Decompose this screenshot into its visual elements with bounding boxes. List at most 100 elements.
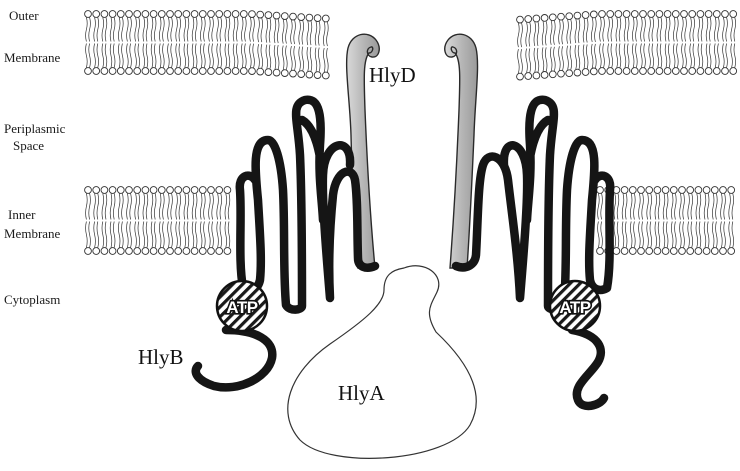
lipid-tail bbox=[542, 21, 544, 45]
lipid-tail bbox=[622, 222, 624, 248]
lipid-tail bbox=[204, 193, 206, 219]
lipid-tail bbox=[644, 17, 646, 41]
lipid-tail bbox=[639, 193, 641, 219]
lipid-tail bbox=[241, 17, 243, 41]
lipid-head bbox=[85, 187, 92, 194]
lipid-tail bbox=[696, 222, 698, 248]
lipid-tail bbox=[665, 44, 667, 68]
lipid-tail bbox=[630, 222, 632, 248]
lipid-tail bbox=[102, 44, 104, 68]
lipid-head bbox=[621, 187, 628, 194]
lipid-tail bbox=[570, 46, 572, 70]
lipid-head bbox=[549, 14, 556, 21]
lipid-head bbox=[257, 68, 264, 75]
lipid-tail bbox=[209, 44, 211, 68]
lipid-tail bbox=[151, 193, 153, 219]
lipid-head bbox=[208, 187, 215, 194]
lipid-tail bbox=[632, 44, 634, 68]
lipid-tail bbox=[151, 44, 153, 68]
lipid-tail bbox=[250, 18, 252, 42]
lipid-tail bbox=[110, 44, 112, 68]
lipid-tail bbox=[724, 222, 726, 248]
lipid-tail bbox=[204, 17, 206, 41]
lipid-tail bbox=[575, 19, 577, 43]
lipid-tail bbox=[521, 23, 523, 47]
lipid-tail bbox=[127, 222, 129, 248]
lipid-tail bbox=[617, 193, 619, 219]
lipid-tail bbox=[138, 222, 140, 248]
lipid-head bbox=[695, 248, 702, 255]
lipid-tail bbox=[668, 44, 670, 68]
lipid-tail bbox=[97, 44, 99, 68]
lipid-head bbox=[93, 11, 100, 18]
lipid-head bbox=[232, 11, 239, 18]
lipid-tail bbox=[105, 222, 107, 248]
lipid-tail bbox=[315, 21, 317, 45]
lipid-tail bbox=[143, 44, 145, 68]
lipid-tail bbox=[176, 44, 178, 68]
label-periplasmic-1: Periplasmic bbox=[4, 121, 66, 136]
outer-membrane-left bbox=[85, 11, 330, 79]
lipid-head bbox=[199, 68, 206, 75]
label-inner-membrane-2: Membrane bbox=[4, 226, 61, 241]
lipid-tail bbox=[641, 17, 643, 41]
lipid-head bbox=[101, 248, 108, 255]
lipid-head bbox=[703, 187, 710, 194]
lipid-tail bbox=[105, 17, 107, 41]
lipid-tail bbox=[217, 17, 219, 41]
lipid-tail bbox=[122, 17, 124, 41]
lipid-tail bbox=[274, 45, 276, 69]
lipid-tail bbox=[163, 193, 165, 219]
label-periplasmic-2: Space bbox=[13, 138, 44, 153]
lipid-head bbox=[713, 11, 720, 18]
lipid-head bbox=[664, 68, 671, 75]
lipid-tail bbox=[135, 222, 137, 248]
lipid-tail bbox=[258, 18, 260, 42]
lipid-head bbox=[654, 248, 661, 255]
lipid-tail bbox=[709, 44, 711, 68]
lipid-tail bbox=[192, 17, 194, 41]
lipid-tail bbox=[696, 193, 698, 219]
lipid-head bbox=[134, 187, 141, 194]
lipid-head bbox=[672, 11, 679, 18]
lipid-tail bbox=[163, 222, 165, 248]
lipid-head bbox=[631, 68, 638, 75]
lipid-tail bbox=[601, 193, 603, 219]
lipid-tail bbox=[154, 222, 156, 248]
lipid-tail bbox=[682, 17, 684, 41]
lipid-tail bbox=[176, 193, 178, 219]
lipid-tail bbox=[601, 222, 603, 248]
lipid-tail bbox=[266, 19, 268, 43]
lipid-tail bbox=[554, 21, 556, 45]
lipid-head bbox=[711, 248, 718, 255]
lipid-head bbox=[134, 11, 141, 18]
lipid-head bbox=[240, 11, 247, 18]
lipid-tail bbox=[102, 193, 104, 219]
lipid-head bbox=[167, 11, 174, 18]
lipid-tail bbox=[179, 193, 181, 219]
lipid-tail bbox=[130, 44, 132, 68]
lipid-tail bbox=[187, 17, 189, 41]
lipid-head bbox=[142, 68, 149, 75]
lipid-head bbox=[656, 68, 663, 75]
lipid-tail bbox=[663, 193, 665, 219]
lipid-tail bbox=[675, 193, 677, 219]
lipid-tail bbox=[598, 193, 600, 219]
lipid-head bbox=[728, 187, 735, 194]
lipid-tail bbox=[130, 193, 132, 219]
lipid-tail bbox=[726, 17, 728, 41]
lipid-tail bbox=[225, 222, 227, 248]
lipid-head bbox=[85, 11, 92, 18]
lipid-head bbox=[191, 11, 198, 18]
lipid-tail bbox=[734, 44, 736, 68]
lipid-head bbox=[541, 15, 548, 22]
lipid-tail bbox=[675, 222, 677, 248]
lipid-tail bbox=[562, 20, 564, 44]
lipid-tail bbox=[691, 222, 693, 248]
lipid-tail bbox=[159, 44, 161, 68]
lipid-tail bbox=[220, 222, 222, 248]
lipid-head bbox=[314, 15, 321, 22]
lipid-tail bbox=[639, 222, 641, 248]
lipid-tail bbox=[135, 17, 137, 41]
